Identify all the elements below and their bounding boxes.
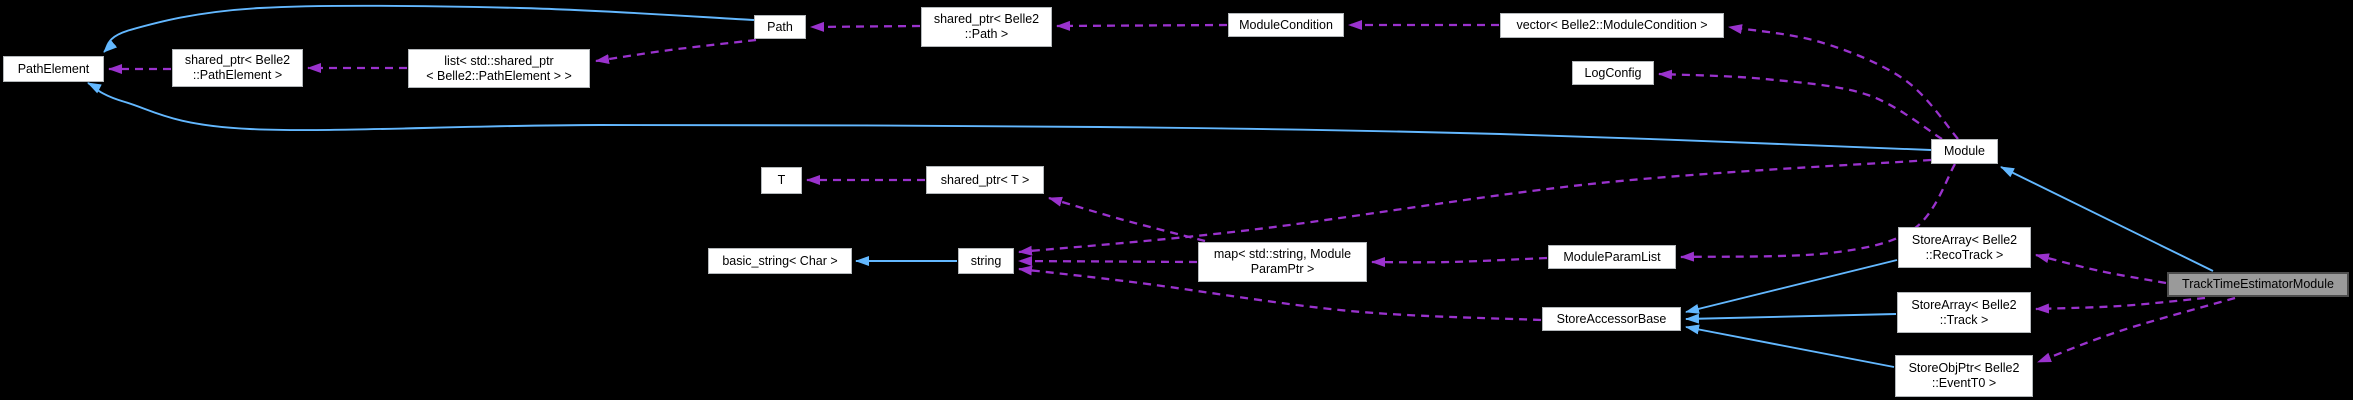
node-label: Module [1944,144,1985,158]
edge-module-to-logconfig [1658,69,1943,140]
node-vector_modulecondition[interactable]: vector< Belle2::ModuleCondition > [1500,13,1724,38]
node-label: T [777,173,786,187]
node-label: StoreArray< Belle2 [1911,297,2017,312]
node-label: string [970,253,1002,268]
edge-map-to-shared_ptr_t [1048,196,1206,243]
edge-tracktimeestimatormodule-to-module [2000,166,2214,272]
node-label: basic_string< Char > [722,253,838,268]
edge-storearray_track-to-storeaccessorbase [1685,313,1897,324]
node-label: ::RecoTrack > [1925,247,2004,262]
node-string[interactable]: string [958,248,1014,274]
node-shared_ptr_t[interactable]: shared_ptr< T > [926,166,1044,194]
node-label: vector< Belle2::ModuleCondition > [1516,18,1708,32]
node-modulecondition[interactable]: ModuleCondition [1228,13,1344,37]
node-pathelement[interactable]: PathElement [3,56,104,82]
edge-storeobjptr_eventt0-to-storeaccessorbase [1685,324,1895,368]
node-storeaccessorbase[interactable]: StoreAccessorBase [1542,307,1681,331]
edge-storearray_recotrack-to-storeaccessorbase [1685,259,1898,314]
node-label: shared_ptr< T > [940,172,1030,187]
node-shared_ptr_path[interactable]: shared_ptr< Belle2::Path > [921,7,1052,47]
edge-group [87,4,2236,368]
node-path[interactable]: Path [754,15,806,39]
node-label: < Belle2::PathElement > > [426,68,572,83]
node-label: ::Track > [1939,312,1989,327]
node-storearray_recotrack[interactable]: StoreArray< Belle2::RecoTrack > [1898,227,2031,268]
edge-module-to-pathelement [87,82,1932,151]
node-label: ::Path > [964,27,1009,41]
node-list_shared_ptr_pathelement[interactable]: list< std::shared_ptr< Belle2::PathEleme… [408,49,590,88]
node-label: TrackTimeEstimatorModule [2182,277,2334,291]
node-label: ModuleParamList [1563,249,1661,264]
node-storeobjptr_eventt0[interactable]: StoreObjPtr< Belle2::EventT0 > [1895,355,2033,397]
node-label: StoreArray< Belle2 [1911,232,2018,247]
node-t[interactable]: T [761,167,802,194]
node-tracktimeestimatormodule[interactable]: TrackTimeEstimatorModule [2167,272,2349,297]
node-logconfig[interactable]: LogConfig [1572,61,1654,85]
edge-modulecondition-to-shared_ptr_path [1056,20,1228,31]
node-label: shared_ptr< Belle2 [933,12,1040,26]
edge-path-to-list_shared_ptr_pathelement [595,38,757,65]
node-label: map< std::string, Module [1213,247,1352,261]
node-label: StoreObjPtr< Belle2 [1908,361,2020,375]
node-moduleparamlist[interactable]: ModuleParamList [1548,245,1676,269]
edge-moduleparamlist-to-map [1371,256,1548,268]
edge-tracktimeestimatormodule-to-storearray_track [2035,296,2206,314]
node-label: LogConfig [1584,65,1642,80]
node-label: PathElement [17,61,90,76]
node-label: Path [767,19,793,34]
edge-tracktimeestimatormodule-to-storeobjptr_eventt0 [2037,296,2236,364]
node-label: ::PathElement > [192,68,283,82]
edge-shared_ptr_path-to-path [810,21,921,32]
node-storearray_track[interactable]: StoreArray< Belle2::Track > [1897,292,2031,333]
node-label: ::EventT0 > [1931,376,1997,390]
edge-storeaccessorbase-to-string [1018,265,1542,322]
node-shared_ptr_pathelement[interactable]: shared_ptr< Belle2::PathElement > [172,49,303,87]
edge-tracktimeestimatormodule-to-storearray_recotrack [2035,253,2167,285]
edge-module-to-string [1018,158,1932,256]
node-label: ParamPtr > [1250,262,1315,276]
node-module[interactable]: Module [1931,139,1998,164]
edge-map-to-string [1018,256,1198,267]
node-basic_string[interactable]: basic_string< Char > [708,248,852,274]
node-label: list< std::shared_ptr [444,53,554,68]
node-label: StoreAccessorBase [1556,311,1667,326]
node-label: shared_ptr< Belle2 [184,53,291,67]
edge-module-to-moduleparamlist [1680,163,1956,262]
edge-module-to-vector_modulecondition [1728,24,1959,140]
edge-path-to-pathelement [103,4,755,53]
node-label: ModuleCondition [1239,17,1333,32]
